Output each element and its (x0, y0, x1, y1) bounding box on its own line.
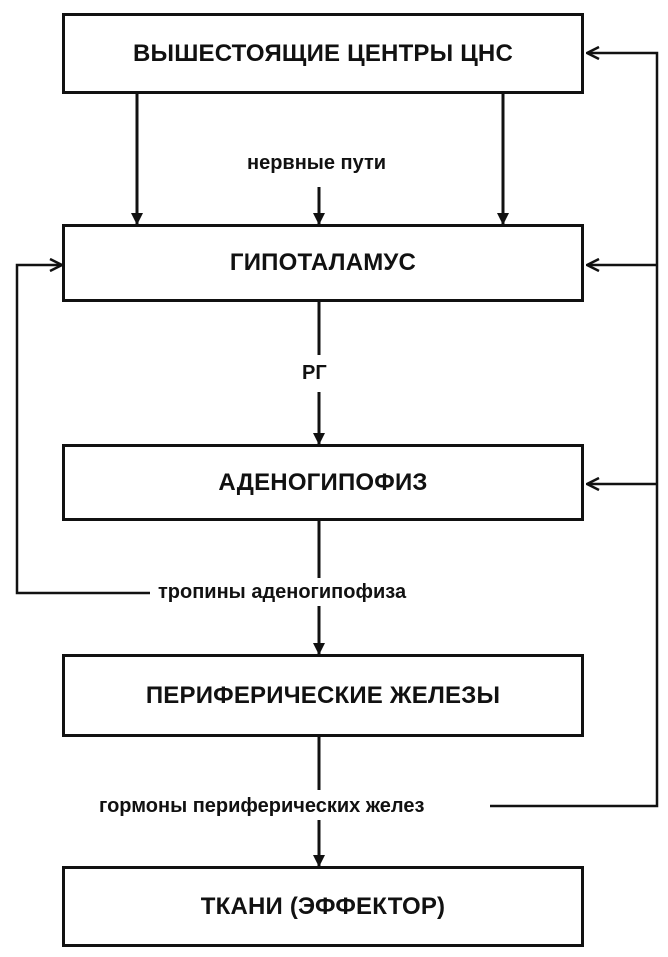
box-cns-centers: ВЫШЕСТОЯЩИЕ ЦЕНТРЫ ЦНС (62, 13, 584, 94)
box-hypothalamus: ГИПОТАЛАМУС (62, 224, 584, 302)
box-tissues-effector: ТКАНИ (ЭФФЕКТОР) (62, 866, 584, 947)
label-peripheral-hormones: гормоны периферических желез (97, 794, 427, 818)
box-adenohypophysis: АДЕНОГИПОФИЗ (62, 444, 584, 521)
feedback-loop-right (490, 53, 659, 808)
label-rg: РГ (302, 361, 327, 385)
feedback-loop-left (15, 265, 150, 595)
label-nerve-pathways: нервные пути (247, 151, 387, 175)
label-tropins: тропины аденогипофиза (156, 580, 409, 604)
box-peripheral-glands: ПЕРИФЕРИЧЕСКИЕ ЖЕЛЕЗЫ (62, 654, 584, 737)
